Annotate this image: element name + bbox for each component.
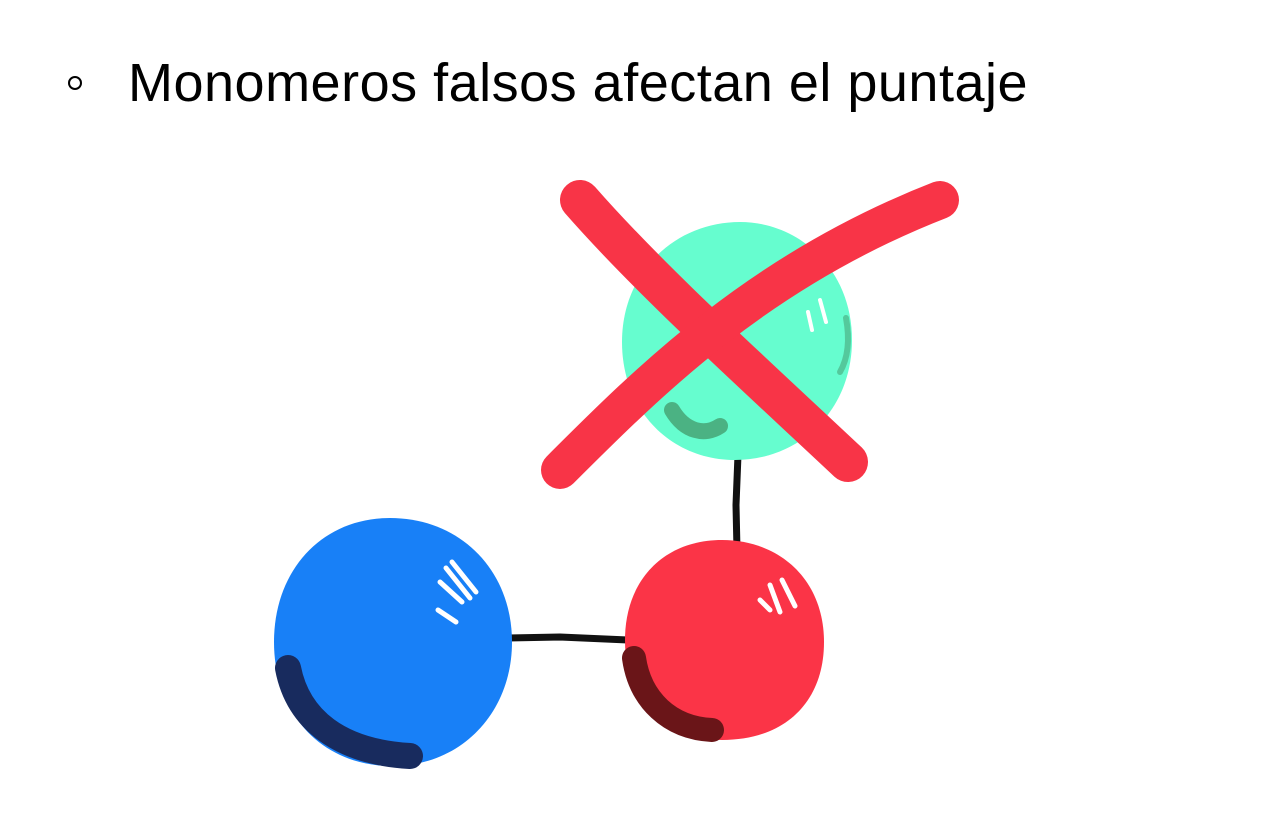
bond-blue-red xyxy=(501,633,632,644)
hollow-bullet-icon xyxy=(68,76,82,90)
bullet-text: Monomeros falsos afectan el puntaje xyxy=(128,53,1029,113)
cross-out-mark xyxy=(541,180,959,489)
bond-green-red xyxy=(732,451,742,554)
red-monomer xyxy=(622,540,824,742)
bullet-item: Monomeros falsos afectan el puntaje xyxy=(60,48,1028,118)
blue-monomer xyxy=(274,518,512,769)
